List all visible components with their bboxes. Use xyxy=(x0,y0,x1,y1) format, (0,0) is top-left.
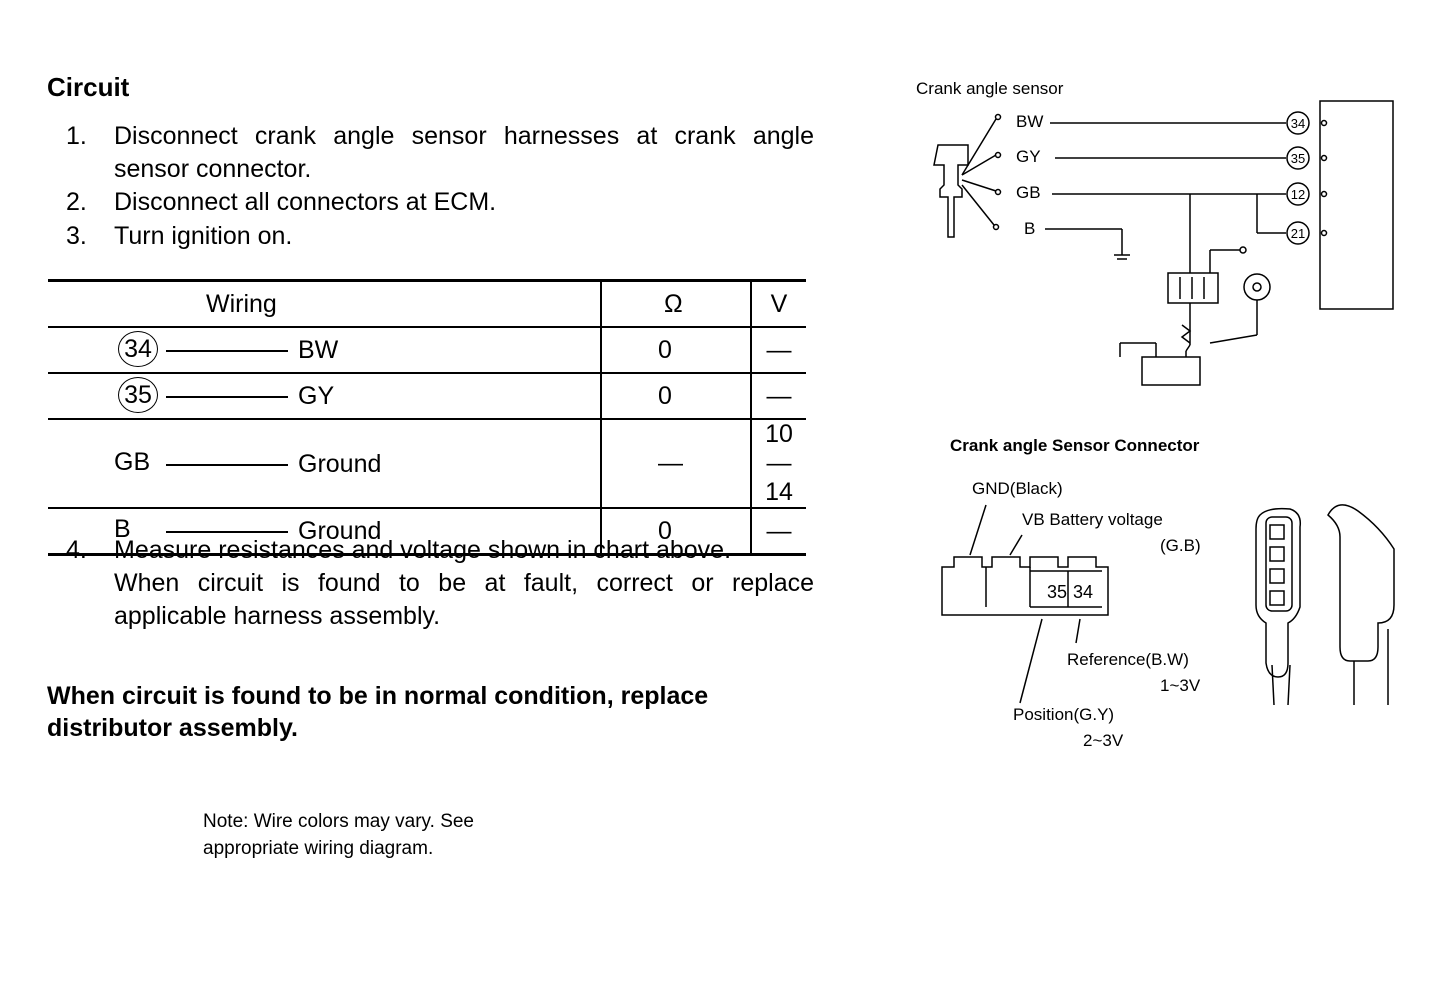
step-1: 1. Disconnect crank angle sensor harnesse… xyxy=(66,120,816,186)
volt-value: — xyxy=(750,373,806,420)
sensor-wiring-diagram: BW GY GB B 34 35 12 21 xyxy=(933,100,1394,386)
step-text: Disconnect crank angle sensor harnesses … xyxy=(114,122,814,183)
section-heading: Circuit xyxy=(47,72,130,102)
wire-target: Ground xyxy=(298,517,382,545)
pin-number: B xyxy=(114,515,131,543)
ohm-value: — xyxy=(600,419,751,509)
wire-label: GY xyxy=(1016,147,1041,166)
table-row: B Ground 0 — xyxy=(48,508,806,556)
step-4: 4. Measure resistances and voltage shown … xyxy=(66,534,816,633)
header-volt: V xyxy=(750,279,806,328)
ecm-pin-label: 35 xyxy=(1291,151,1305,166)
header-wiring: Wiring xyxy=(48,279,601,328)
step-line: When circuit is found to be at fault, co… xyxy=(114,569,814,630)
wire-target: Ground xyxy=(298,449,382,478)
pin-number: 35 xyxy=(118,377,158,413)
step-number: 4. xyxy=(66,536,87,564)
wire-target: BW xyxy=(298,336,339,364)
ecm-pin-label: 12 xyxy=(1291,187,1305,202)
table-row: 35 GY 0 — xyxy=(48,373,806,420)
wire-label: BW xyxy=(1016,112,1043,131)
reference-label: Reference(B.W) xyxy=(1067,650,1189,669)
volt-value: — xyxy=(750,327,806,374)
table-row: 34 BW 0 — xyxy=(48,327,806,374)
step-3: 3. Turn ignition on. xyxy=(66,220,816,253)
reference-voltage: 1~3V xyxy=(1160,676,1201,695)
volt-value: — xyxy=(750,508,806,556)
vb-color-label: (G.B) xyxy=(1160,536,1201,555)
ohm-value: 0 xyxy=(600,508,751,556)
vb-label: VB Battery voltage xyxy=(1022,510,1163,529)
table-header-row: Wiring Ω V xyxy=(48,279,806,328)
note-line-1: Note: Wire colors may vary. See xyxy=(203,811,475,832)
wire-label: GB xyxy=(1016,183,1041,202)
ecm-pin-label: 21 xyxy=(1291,226,1305,241)
sensor-diagram-title: Crank angle sensor xyxy=(916,79,1064,98)
connector-diagram-title: Crank angle Sensor Connector xyxy=(950,436,1200,455)
pin-number: 34 xyxy=(118,331,158,367)
step-number: 3. xyxy=(66,222,87,250)
connector-diagram: 35 34 xyxy=(941,504,1395,706)
wiring-table: Wiring Ω V 34 BW 0 — 35 GY 0 — GB Ground — … xyxy=(48,279,806,556)
wire-label: B xyxy=(1024,219,1035,238)
gnd-label: GND(Black) xyxy=(972,479,1063,498)
ohm-value: 0 xyxy=(600,327,751,374)
step-text: Turn ignition on. xyxy=(114,222,293,250)
table-row: GB Ground — 10 — 14 xyxy=(48,419,806,509)
connector-cell: 34 xyxy=(1073,582,1093,602)
step-number: 1. xyxy=(66,122,87,150)
step-text: Disconnect all connectors at ECM. xyxy=(114,188,497,216)
step-text: Measure resistances and voltage shown in… xyxy=(114,534,814,633)
step-2: 2. Disconnect all connectors at ECM. xyxy=(66,186,816,219)
position-label: Position(G.Y) xyxy=(1013,705,1115,724)
pin-number: GB xyxy=(114,447,151,476)
wire-target: GY xyxy=(298,382,335,410)
step-line: Measure resistances and voltage shown in… xyxy=(114,536,732,564)
position-voltage: 2~3V xyxy=(1083,731,1124,750)
ohm-value: 0 xyxy=(600,373,751,420)
header-ohm: Ω xyxy=(600,279,751,328)
note-line-2: appropriate wiring diagram. xyxy=(203,838,434,859)
connector-cell: 35 xyxy=(1047,582,1067,602)
conclusion-line-2: distributor assembly. xyxy=(47,714,298,742)
volt-value: 10 — 14 xyxy=(750,419,806,509)
ecm-pin-label: 34 xyxy=(1291,116,1305,131)
conclusion-line-1: When circuit is found to be in normal co… xyxy=(47,682,709,710)
step-number: 2. xyxy=(66,188,87,216)
